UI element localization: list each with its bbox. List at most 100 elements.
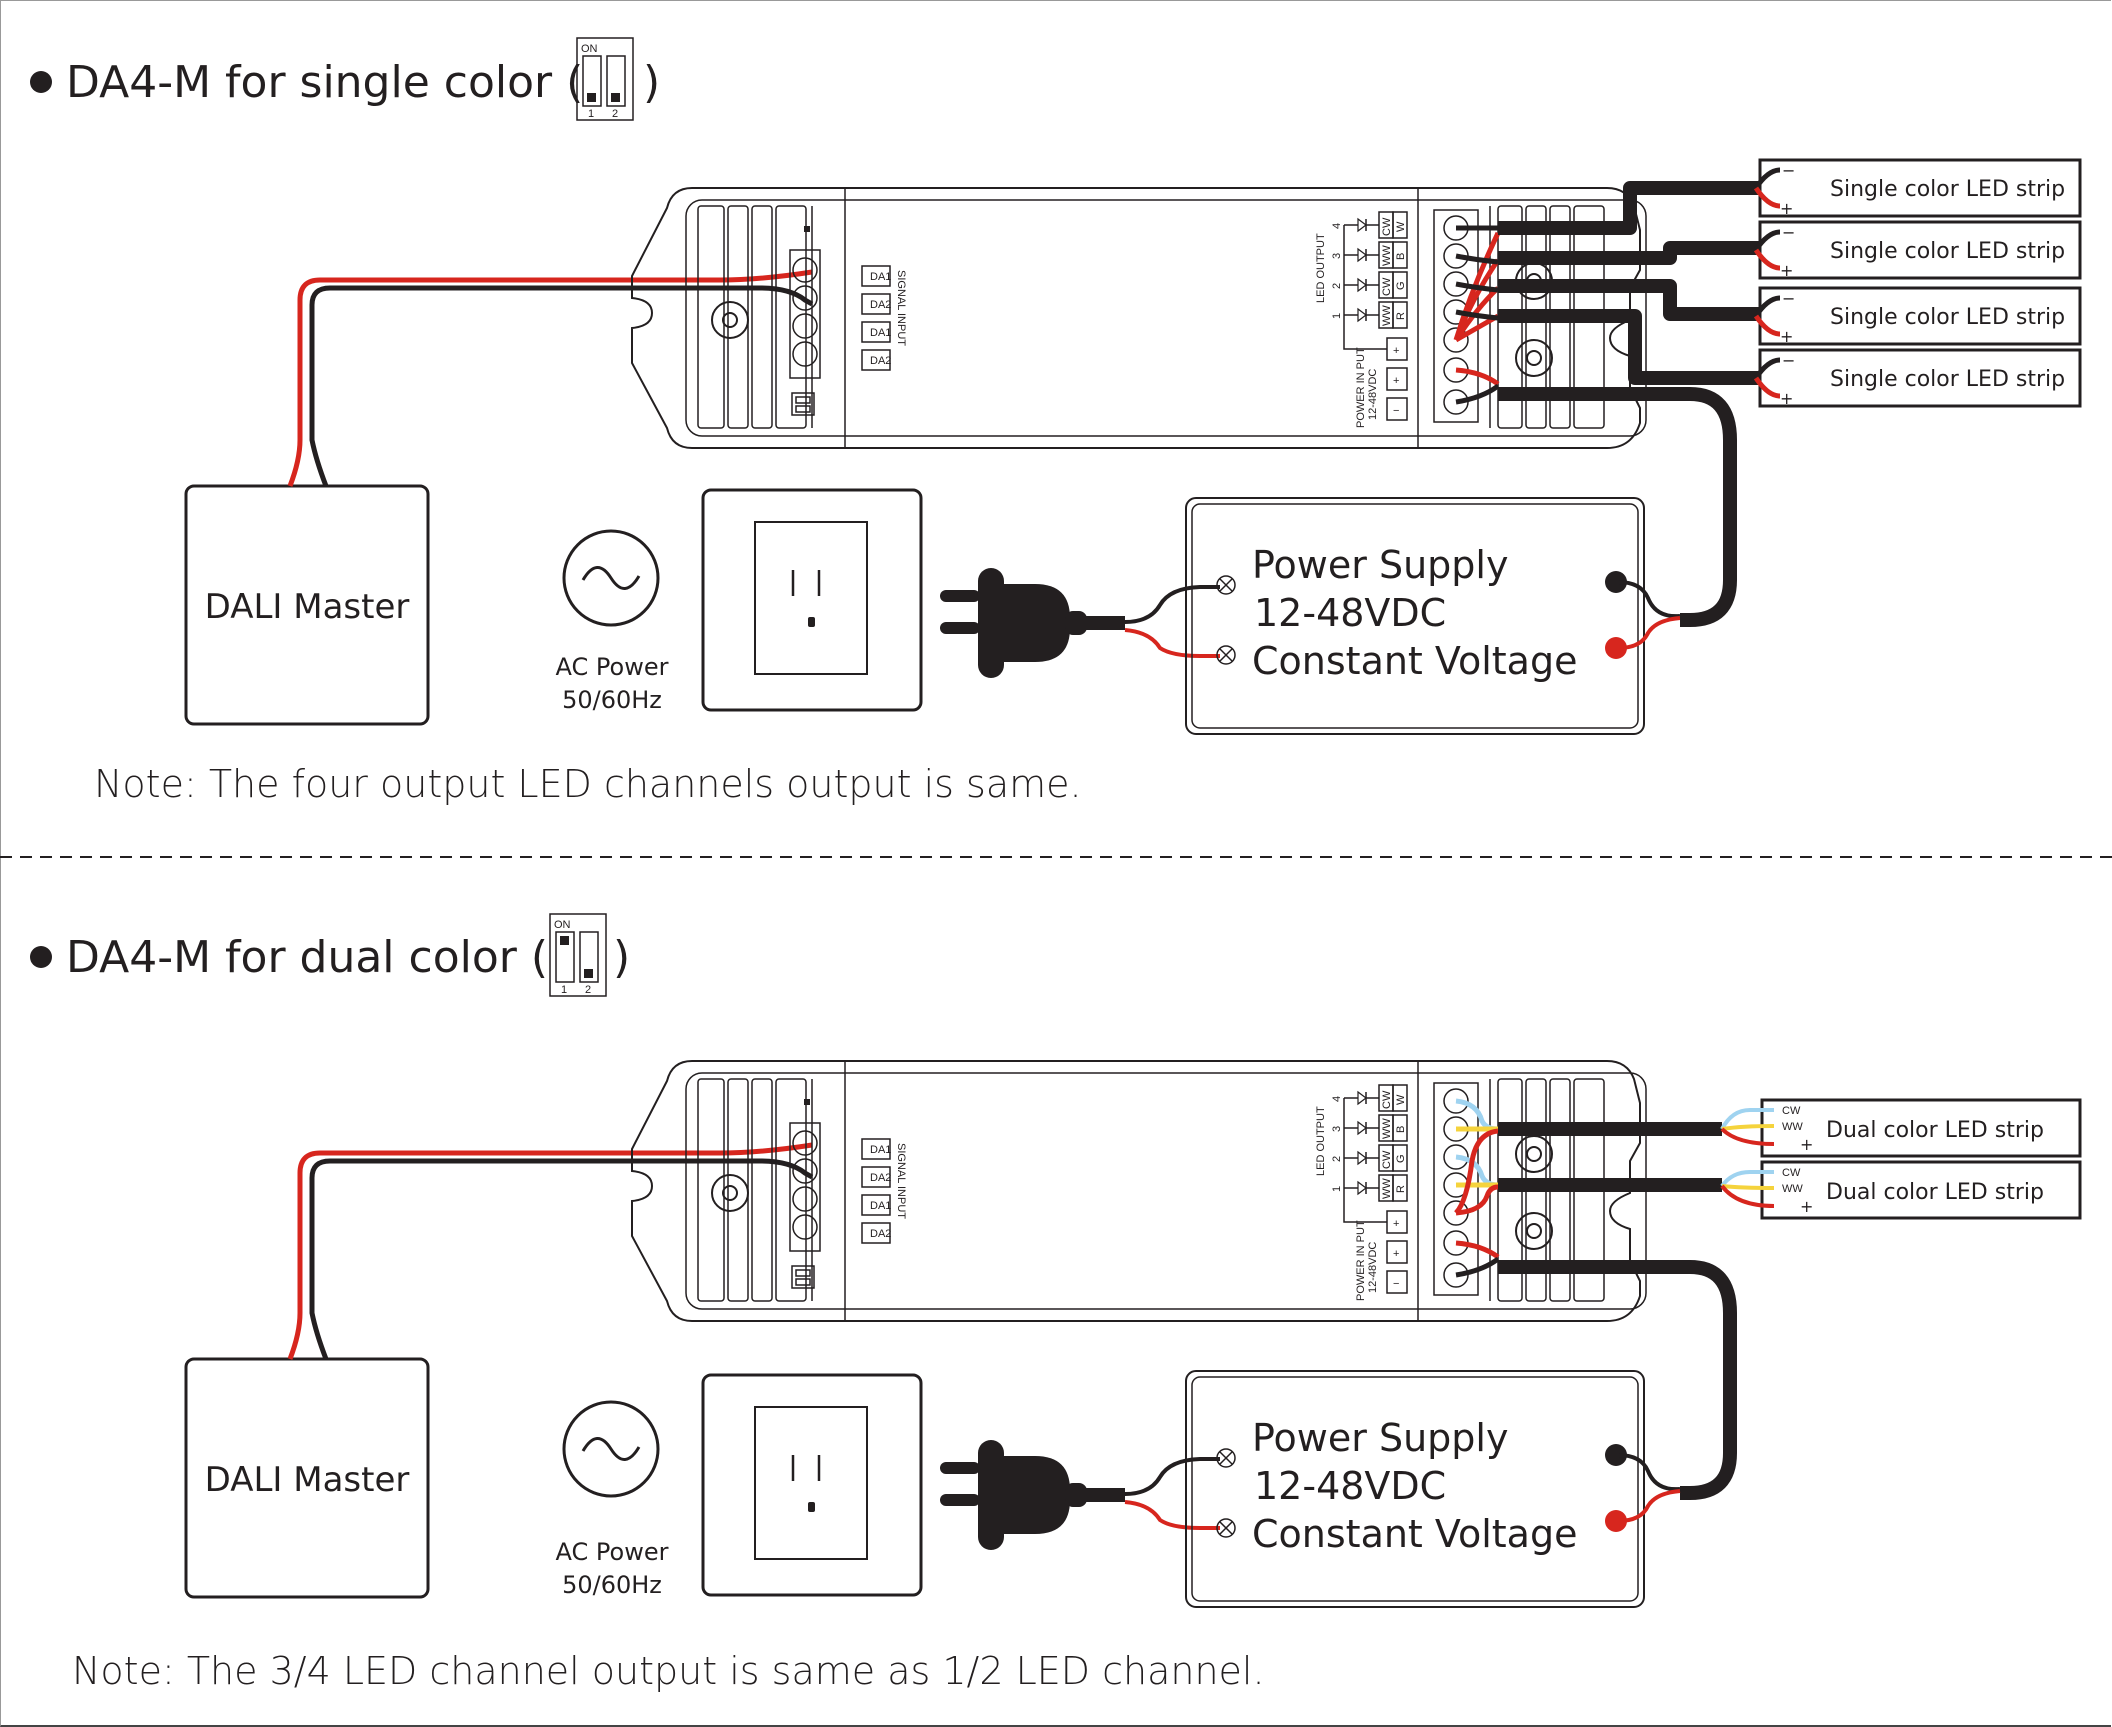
svg-text:4: 4 [1331,1096,1343,1102]
svg-text:G: G [1395,1154,1407,1163]
dali-master-label: DALI Master [205,1460,410,1500]
svg-text:DA1: DA1 [870,327,891,339]
svg-text:WW: WW [1782,1183,1803,1195]
cable-power [1498,1260,1737,1500]
svg-text:WW: WW [1782,1121,1803,1133]
svg-text:DA1: DA1 [870,1200,891,1212]
svg-text:2: 2 [1331,1156,1343,1162]
controller-da4m: DA1 DA2 DA1 DA2 SIGNAL INPUT LED OUTPUT … [631,1060,1647,1322]
led-strip-list: Single color LED strip − + Single color … [1753,158,2082,408]
svg-text:G: G [1395,281,1407,290]
svg-text:CW: CW [1782,1167,1801,1179]
svg-text:DA2: DA2 [870,299,891,311]
led-strip: Single color LED strip − + [1753,348,2082,408]
svg-text:CW: CW [1381,1150,1393,1169]
svg-text:Dual color LED strip: Dual color LED strip [1826,1180,2044,1205]
cable-ch4 [1498,181,1760,235]
svg-text:12-48VDC: 12-48VDC [1254,1464,1446,1508]
controller-da4m: DA1 DA2 DA1 DA2 SIGNAL INPUT LED OUTPUT … [631,187,1647,449]
svg-text:WW: WW [1381,245,1393,266]
dali-wire-black [309,285,814,487]
svg-text:+: + [1780,261,1793,280]
cable-ch2 [1498,279,1760,321]
svg-text:+: + [1800,1135,1813,1154]
svg-text:1: 1 [1331,1186,1343,1192]
svg-text:R: R [1395,1185,1407,1193]
svg-text:POWER IN PUT: POWER IN PUT [1355,347,1367,428]
svg-text:B: B [1395,1126,1407,1133]
svg-text:WW: WW [1381,1178,1393,1199]
dali-master-box [184,484,430,726]
svg-text:Single color LED strip: Single color LED strip [1830,367,2065,392]
svg-text:2: 2 [585,984,591,996]
dip-switch-icon: ON 1 2 [576,37,634,121]
svg-text:−: − [1782,289,1795,308]
svg-text:CW: CW [1381,1090,1393,1109]
svg-text:+: + [1780,327,1793,346]
svg-text:12-48VDC: 12-48VDC [1367,369,1379,420]
svg-text:−: − [1393,1278,1399,1290]
ac-frequency-label: 50/60Hz [562,686,662,714]
svg-text:DA2: DA2 [870,355,891,367]
svg-text:4: 4 [1331,223,1343,229]
sine-wave-icon [581,566,641,590]
svg-text:+: + [1393,375,1399,387]
svg-text:W: W [1395,1094,1407,1105]
svg-text:DA1: DA1 [870,271,891,283]
led-strip: Single color LED strip − + [1753,220,2082,280]
ac-frequency-label: 50/60Hz [562,1571,662,1599]
bullet-icon [30,71,52,93]
psu-title: Power Supply [1252,543,1508,587]
svg-text:WW: WW [1381,305,1393,326]
section-single-color: DA4-M for single color ( ) ON 1 2 DALI M… [30,37,2082,806]
led-output-label: LED OUTPUT [1315,233,1327,303]
psu-type: Constant Voltage [1252,639,1577,683]
svg-text:Constant Voltage: Constant Voltage [1252,1512,1577,1556]
ac-power-icon [562,529,660,627]
wall-outlet [701,1373,923,1597]
dali-master-label: DALI Master [205,587,410,627]
svg-text:−: − [1393,405,1399,417]
svg-text:W: W [1395,221,1407,232]
svg-text:2: 2 [1331,283,1343,289]
svg-text:3: 3 [1331,253,1343,259]
power-supply: Power Supply 12-48VDC Constant Voltage [1185,497,1681,735]
wall-outlet [701,488,923,712]
section-title-close: ) [613,932,630,983]
ac-power-icon [562,1400,660,1498]
svg-text:2: 2 [612,108,618,120]
svg-text:1: 1 [588,108,594,120]
svg-text:Single color LED strip: Single color LED strip [1830,177,2065,202]
dali-wire-red [287,269,813,487]
svg-text:DA2: DA2 [870,1172,891,1184]
svg-text:12-48VDC: 12-48VDC [1367,1242,1379,1293]
svg-text:CW: CW [1381,217,1393,236]
led-strip: Single color LED strip − + [1753,286,2082,346]
led-strip: Single color LED strip − + [1753,158,2082,218]
svg-text:+: + [1393,1248,1399,1260]
svg-text:ON: ON [554,919,571,931]
svg-text:B: B [1395,253,1407,260]
dali-master-box [184,1357,430,1599]
section-title: DA4-M for dual color ( [66,932,548,983]
cable-power [1498,387,1737,627]
svg-text:WW: WW [1381,1118,1393,1139]
ac-power-label: AC Power [556,653,669,681]
bullet-icon [30,946,52,968]
dip-switch-icon: ON 1 2 [549,913,607,997]
svg-text:+: + [1800,1197,1813,1216]
power-plug-icon [940,1440,1125,1550]
power-supply: Power Supply 12-48VDC Constant Voltage [1185,1370,1681,1608]
svg-text:3: 3 [1331,1126,1343,1132]
section-dual-color: DA4-M for dual color ( ) ON 1 2 DALI Mas… [30,913,2082,1693]
power-plug-icon [940,568,1125,678]
svg-text:−: − [1782,223,1795,242]
cable-ch1 [1498,309,1760,385]
svg-text:Single color LED strip: Single color LED strip [1830,305,2065,330]
led-strip-list: CW WW + Dual color LED strip CW WW + Dua… [1720,1098,2082,1220]
svg-text:+: + [1393,1218,1399,1230]
svg-text:1: 1 [561,984,567,996]
svg-text:−: − [1782,351,1795,370]
svg-text:1: 1 [1331,313,1343,319]
ac-power-label: AC Power [556,1538,669,1566]
